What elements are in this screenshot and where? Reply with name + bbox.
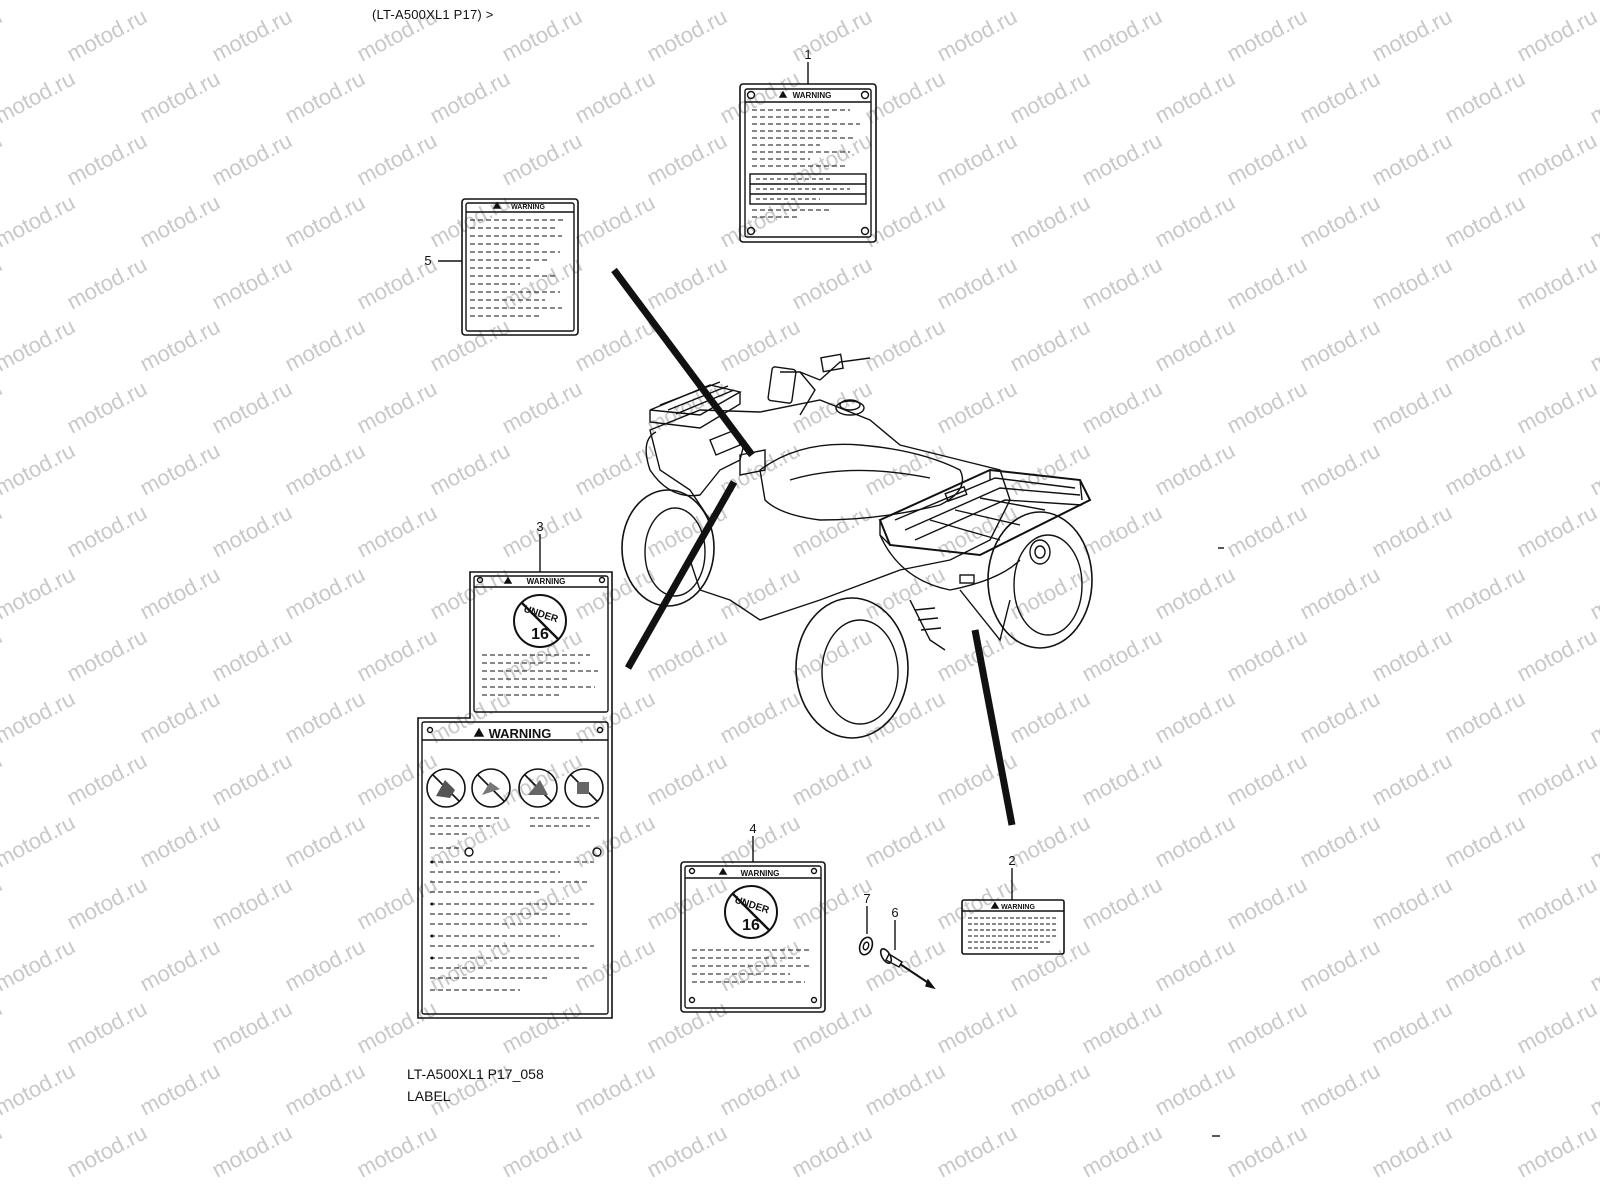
leader-line-label-2: [971, 629, 1016, 826]
label-2: [961, 899, 1065, 955]
callout-5: 5: [424, 253, 431, 268]
callout-6: 6: [891, 905, 898, 920]
label-3-age-text: 16: [531, 626, 549, 643]
figure-reference: (LT-A500XL1 P17) >: [372, 7, 494, 22]
label-3-top-warning-text: WARNING: [527, 577, 566, 586]
callout-4: 4: [749, 821, 756, 836]
callout-3: 3: [536, 519, 543, 534]
label-4: [680, 861, 826, 1013]
leader-line-label-3: [624, 480, 738, 670]
diagram-caption: LABEL: [407, 1088, 451, 1104]
label-1-warning-text: WARNING: [793, 91, 832, 100]
atv-illustration: [621, 353, 1093, 739]
callout-1: 1: [804, 47, 811, 62]
label-3: [417, 571, 613, 1019]
diagram-code: LT-A500XL1 P17_058: [407, 1066, 544, 1082]
washer-part-7: [858, 936, 874, 956]
label-5: [461, 198, 579, 336]
label-1: [739, 83, 877, 243]
label-4-age-text: 16: [742, 917, 760, 934]
label-4-warning-text: WARNING: [741, 869, 780, 878]
prohibition-icons: [426, 768, 604, 808]
callout-2: 2: [1008, 853, 1015, 868]
label-3-main-warning-text: WARNING: [489, 726, 552, 741]
label-2-warning-text: WARNING: [1001, 904, 1035, 911]
leader-line-label-5: [611, 267, 755, 458]
callout-7: 7: [863, 891, 870, 906]
label-5-warning-text: WARNING: [511, 204, 545, 211]
rivet-part-6: [879, 947, 936, 990]
